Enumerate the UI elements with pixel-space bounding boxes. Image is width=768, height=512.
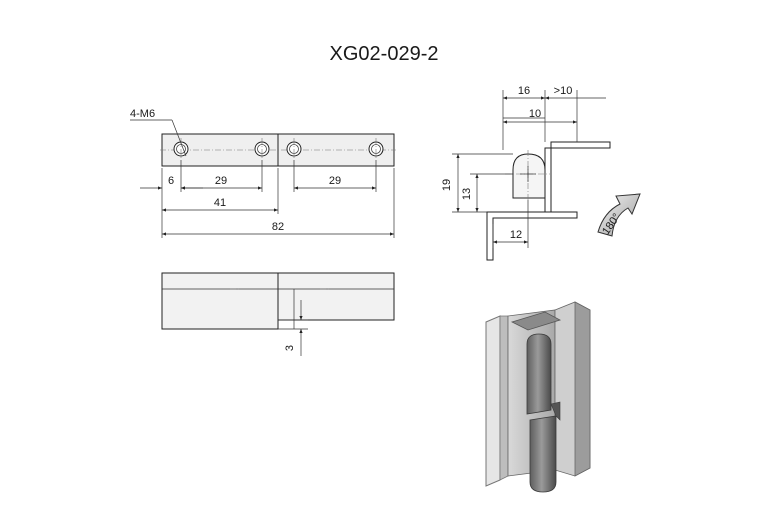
dimension-19: 19 [441, 154, 460, 212]
dimension-19-label: 19 [441, 179, 453, 191]
dimension-82-label: 82 [272, 221, 284, 233]
dimension-41-label: 41 [214, 197, 226, 209]
dimension-29-right-label: 29 [329, 175, 341, 187]
hole-callout: 4-M6 [130, 108, 187, 157]
dimension-16: 16 [503, 85, 545, 100]
dimension-12-label: 12 [510, 229, 522, 241]
hinge-knuckle-lower [529, 415, 557, 493]
dimension-13: 13 [461, 174, 479, 212]
dimension-6-label: 6 [168, 175, 174, 187]
dimension-82: 82 [162, 221, 394, 236]
drawing-title: XG02-029-2 [330, 43, 439, 65]
dimension-29-left-label: 29 [215, 175, 227, 187]
dimension-3-label: 3 [284, 345, 296, 351]
dimension-12: 12 [493, 229, 528, 244]
bottom-plate-left [161, 272, 279, 330]
dimension-41: 41 [162, 197, 278, 212]
mounting-hole [173, 138, 189, 160]
hinge-knuckle [512, 153, 546, 199]
front-view: 4-M6 6 29 29 41 [130, 108, 396, 238]
side-plate-outline [486, 211, 578, 261]
dimension-gt10: >10 [545, 85, 606, 100]
dimension-6: 6 [140, 175, 203, 190]
dimension-29-left: 29 [181, 175, 262, 190]
side-view: 16 >10 10 19 13 12 180° [441, 85, 641, 261]
dimension-gt10-label: >10 [554, 85, 573, 97]
dimension-10: 10 [503, 108, 577, 124]
mounting-hole [254, 138, 270, 160]
dimension-29-right: 29 [294, 175, 376, 190]
dimension-13-label: 13 [461, 188, 473, 200]
bottom-plate-right [277, 272, 395, 321]
dimension-16-label: 16 [518, 85, 530, 97]
rotation-arrow-icon: 180° [597, 193, 641, 237]
bottom-view: 3 [161, 272, 395, 356]
hinge-rear-plate [485, 315, 501, 487]
hinge-knuckle-upper [526, 333, 552, 415]
dimension-3: 3 [284, 300, 303, 356]
hole-callout-label: 4-M6 [130, 108, 155, 120]
mounting-hole [286, 138, 302, 160]
dimension-10-label: 10 [529, 108, 541, 120]
hinge-3d-render [485, 301, 591, 493]
mounting-hole [368, 138, 384, 160]
